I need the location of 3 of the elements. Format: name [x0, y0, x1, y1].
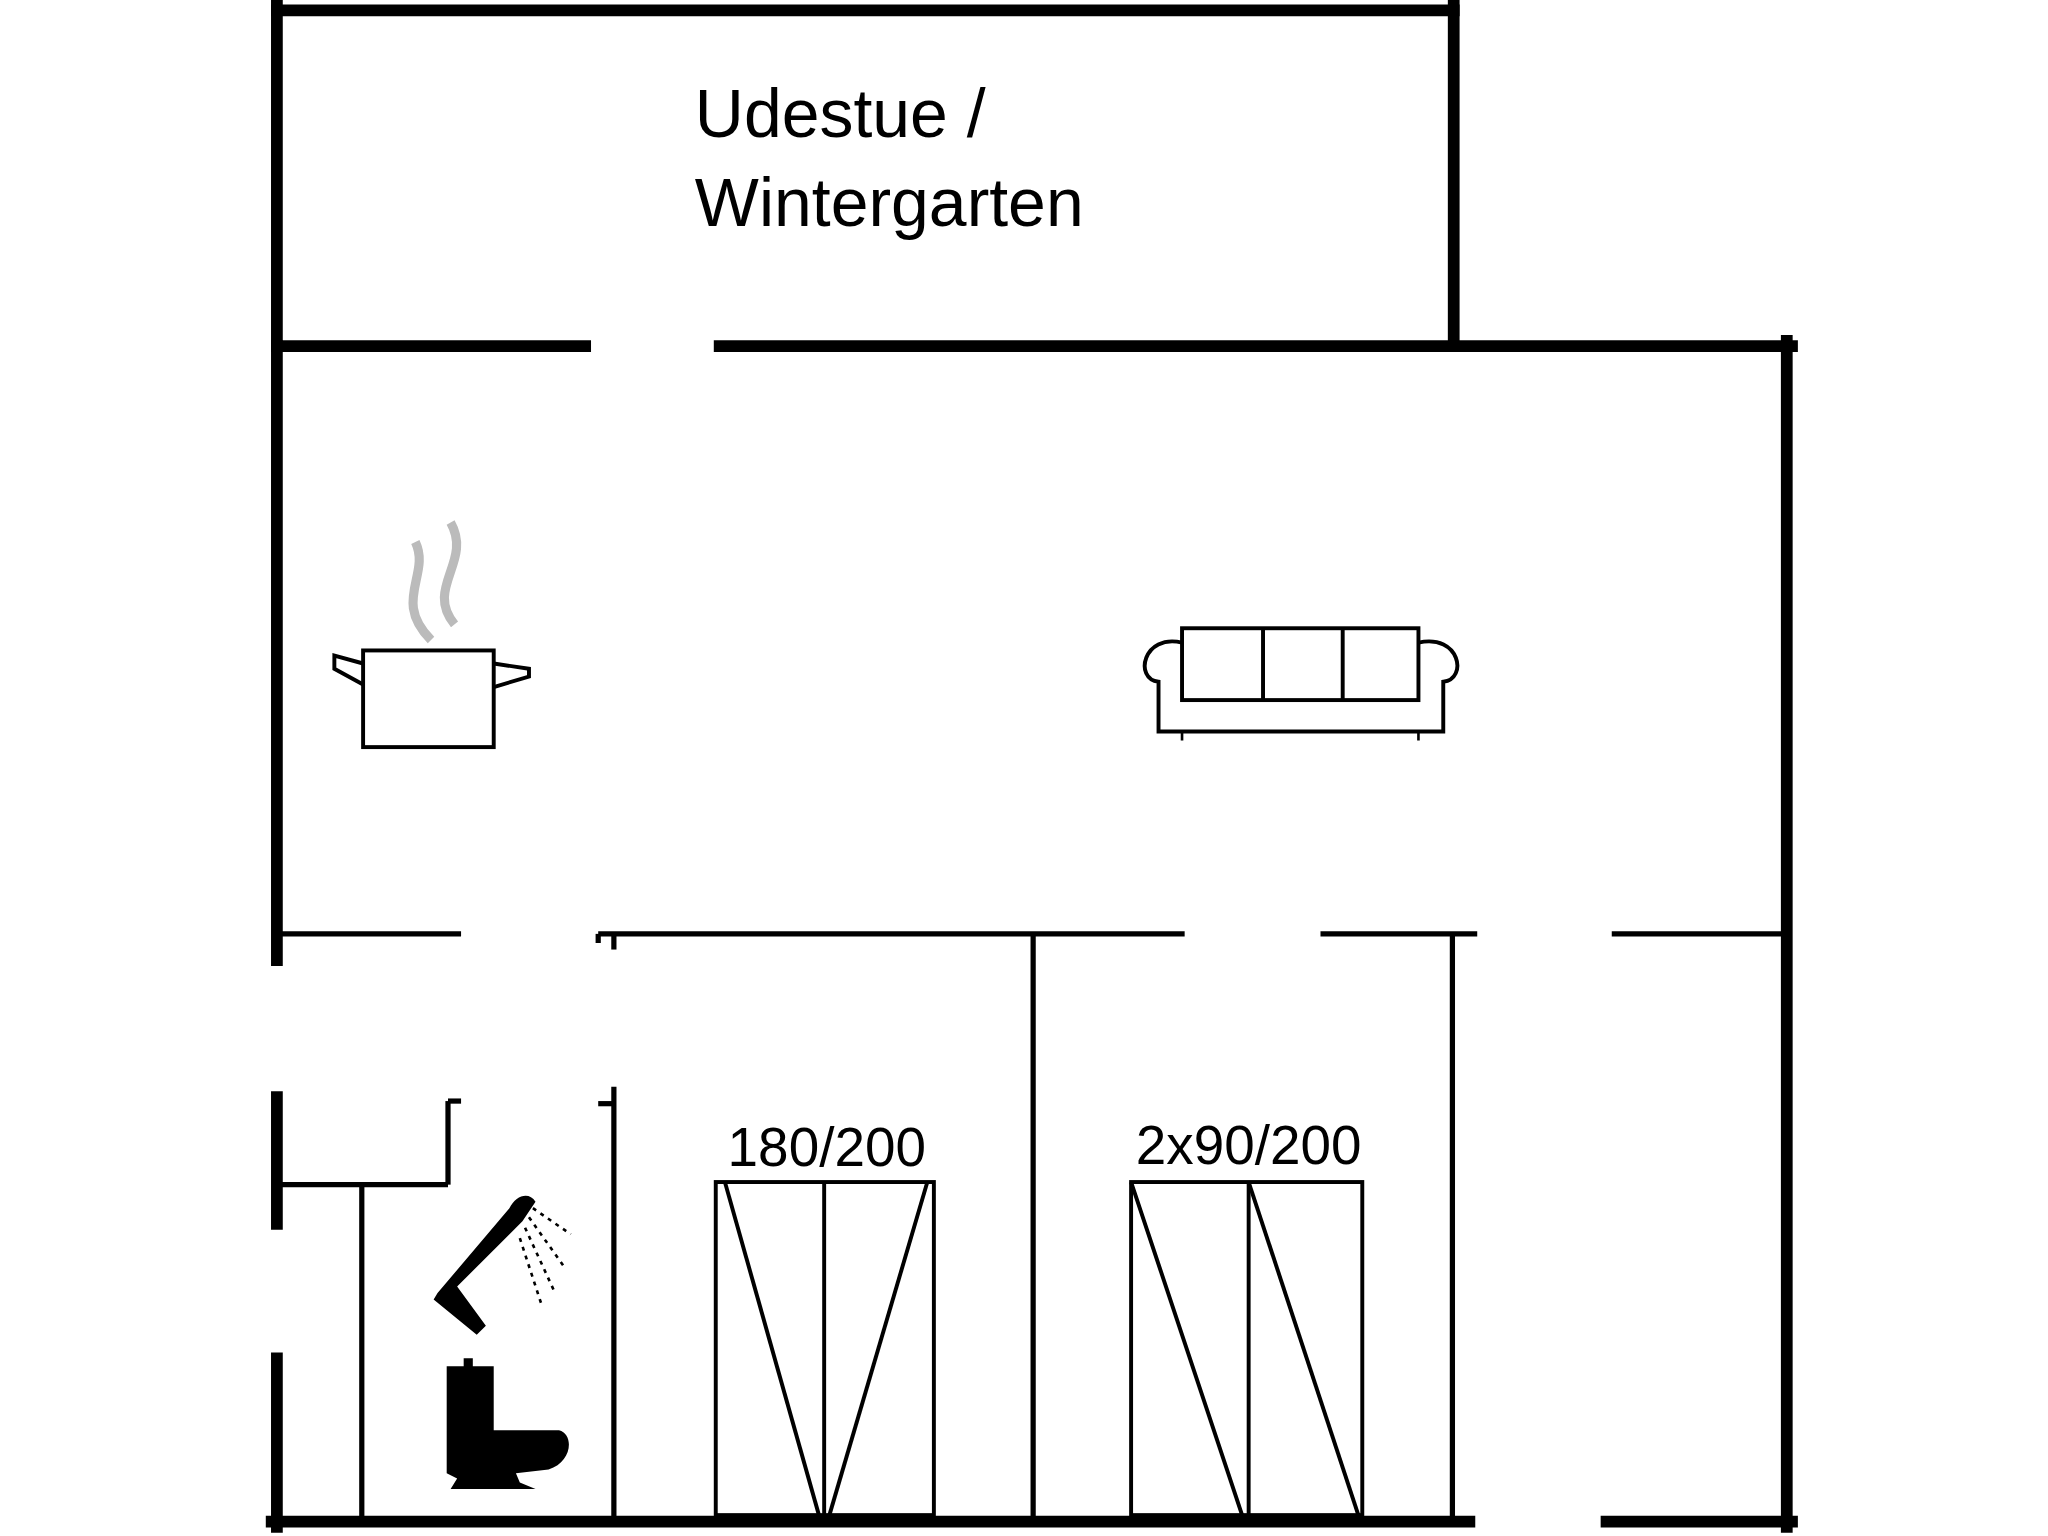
bed-size-label: 180/200	[726, 1115, 927, 1181]
bed-size-label: 2x90/200	[1134, 1113, 1363, 1178]
room-label: Udestue / Wintergarten	[694, 74, 1085, 242]
